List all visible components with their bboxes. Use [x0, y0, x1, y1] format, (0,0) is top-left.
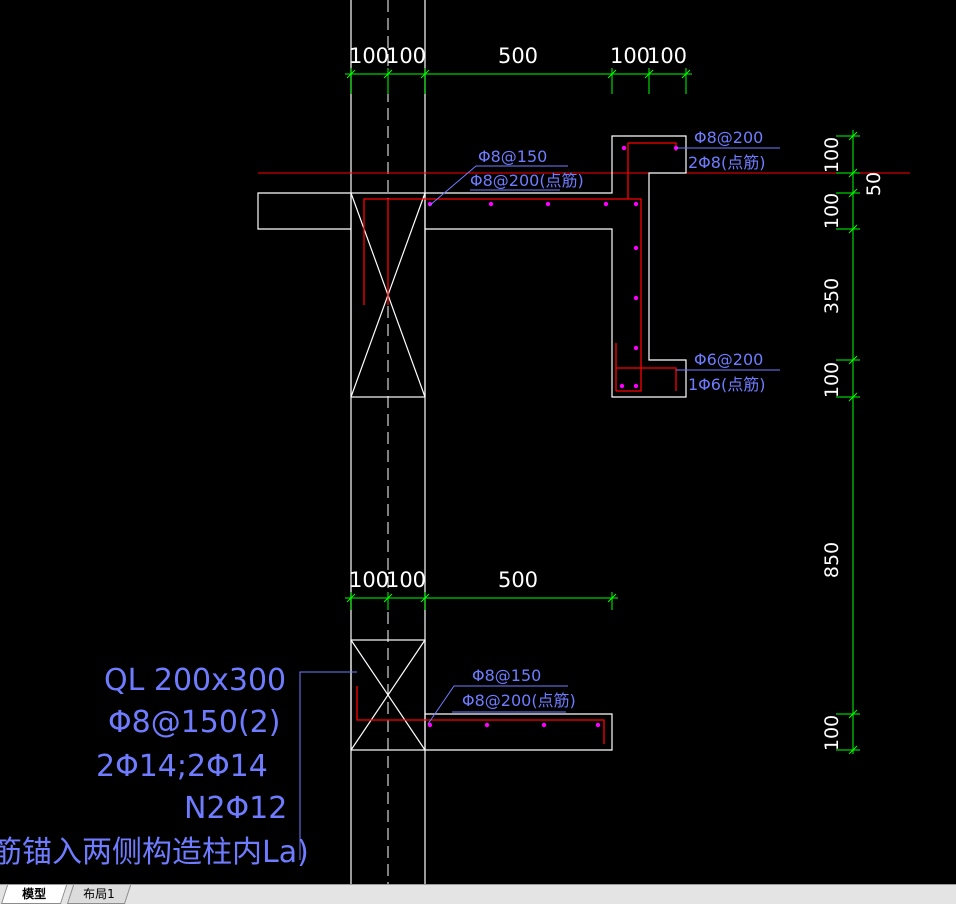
bottom-dim-3: 500 [498, 568, 538, 592]
bottom-dim-2: 100 [386, 568, 426, 592]
tab-layout1-label: 布局1 [83, 887, 115, 901]
beam-note-line-4: N2Φ12 [184, 791, 287, 826]
vdim-7: 100 [821, 715, 843, 751]
bottom-dimension-lines [345, 592, 618, 610]
vdim-5: 100 [821, 362, 843, 398]
top-slab-label-upper: Φ8@150 [478, 147, 547, 166]
tab-layout1[interactable]: 布局1 [66, 885, 132, 904]
top-lip-label-upper: Φ8@200 [694, 128, 763, 147]
vdim-4: 350 [821, 278, 843, 314]
bottom-lip-label-upper: Φ6@200 [694, 350, 763, 369]
top-dim-4: 100 [610, 44, 650, 68]
top-section-rebar [363, 142, 677, 392]
vdim-3: 100 [821, 193, 843, 229]
wall [350, 0, 426, 884]
layout-tab-bar: 模型 布局1 [0, 884, 956, 904]
top-section-rebar-dots [427, 145, 679, 389]
top-slab-label-lower: Φ8@200(点筋) [470, 171, 584, 190]
top-dim-1: 100 [349, 44, 389, 68]
top-dim-3: 500 [498, 44, 538, 68]
top-dim-2: 100 [386, 44, 426, 68]
cad-drawing-canvas[interactable]: 100 100 500 100 100 100 50 100 350 100 8… [0, 0, 956, 884]
top-dimension-lines [345, 68, 692, 94]
beam-note-line-1: QL 200x300 [104, 663, 286, 698]
vdim-6: 850 [821, 542, 843, 578]
beam-note-line-2: Φ8@150(2) [108, 705, 280, 740]
bottom-section-rebar [356, 686, 605, 744]
tab-model[interactable]: 模型 [0, 885, 68, 904]
vertical-dimension-lines [836, 130, 860, 755]
top-lip-label-lower: 2Φ8(点筋) [688, 153, 765, 172]
top-section-leaders [428, 147, 780, 371]
tab-model-label: 模型 [22, 887, 47, 901]
vdim-1: 100 [821, 137, 843, 173]
bottom-slab-label-upper: Φ8@150 [472, 666, 541, 685]
bottom-section-rebar-dots [427, 722, 601, 728]
top-dim-5: 100 [647, 44, 687, 68]
beam-note-line-3: 2Φ14;2Φ14 [96, 749, 268, 784]
bottom-dim-1: 100 [349, 568, 389, 592]
bottom-section-leaders [299, 671, 568, 860]
bottom-section-outline [350, 639, 613, 751]
beam-note-line-5: 筋锚入两侧构造柱内La) [0, 835, 309, 870]
bottom-lip-label-lower: 1Φ6(点筋) [688, 375, 765, 394]
bottom-slab-label-lower: Φ8@200(点筋) [462, 691, 576, 710]
vdim-2: 50 [863, 172, 885, 196]
